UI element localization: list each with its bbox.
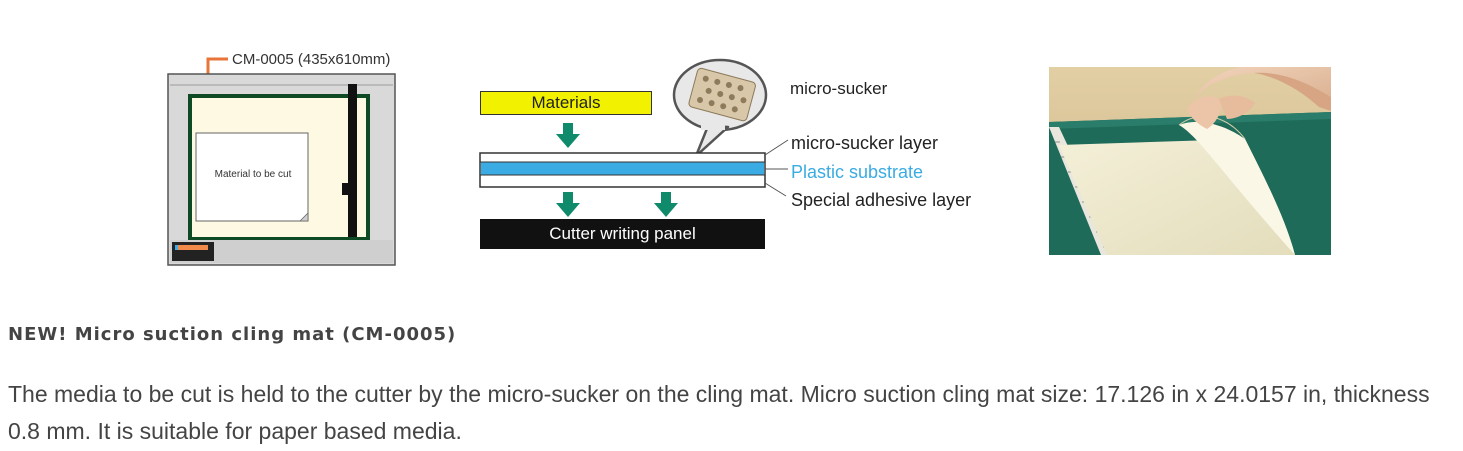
micro-sucker-label: micro-sucker: [790, 79, 888, 98]
mat-peel-photo: [1049, 67, 1331, 255]
article-heading: NEW! Micro suction cling mat (CM-0005): [8, 324, 457, 345]
adhesive-layer-label: Special adhesive layer: [791, 190, 972, 210]
plastic-substrate-label: Plastic substrate: [791, 162, 924, 182]
layer-stack-diagram: Materials micro-sucker micro-sucker laye…: [470, 50, 1030, 265]
cutter-diagram: CM-0005 (435x610mm) Material to be cut: [160, 45, 460, 275]
cutter-illustration: [167, 57, 396, 266]
micro-sucker-layer-label: micro-sucker layer: [791, 133, 939, 153]
cutter-panel-label: Cutter writing panel: [480, 219, 765, 249]
materials-label: Materials: [480, 91, 652, 115]
material-to-cut-label: Material to be cut: [214, 169, 292, 180]
figure-row: CM-0005 (435x610mm) Material to be cut: [160, 45, 1331, 275]
article-body: The media to be cut is held to the cutte…: [8, 381, 1430, 444]
cutter-callout-label: CM-0005 (435x610mm): [232, 51, 391, 68]
mat-peel-image: [1049, 67, 1331, 255]
layer-stack-illustration: [479, 58, 789, 217]
